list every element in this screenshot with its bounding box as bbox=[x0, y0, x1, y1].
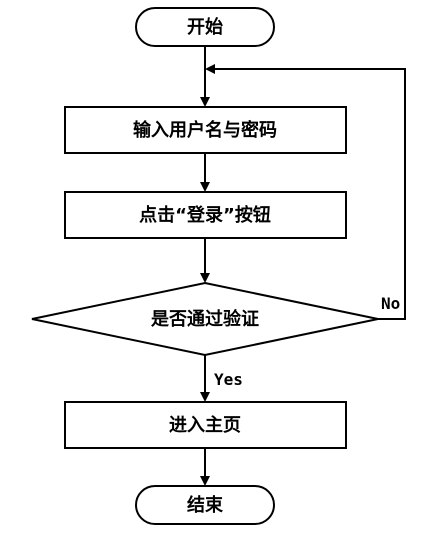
start-terminal: 开始 bbox=[135, 7, 275, 47]
input-credentials-label: 输入用户名与密码 bbox=[133, 119, 277, 141]
enter-home-step: 进入主页 bbox=[64, 401, 347, 449]
click-login-label: 点击“登录”按钮 bbox=[139, 204, 271, 226]
input-credentials-step: 输入用户名与密码 bbox=[64, 106, 347, 154]
input-credentials-box bbox=[64, 106, 347, 154]
start-label: 开始 bbox=[187, 16, 223, 38]
verify-label: 是否通过验证 bbox=[150, 308, 259, 330]
end-terminal: 结束 bbox=[135, 485, 275, 525]
edge-home-to-end bbox=[200, 448, 210, 486]
end-label: 结束 bbox=[187, 494, 224, 516]
verify-decision: 是否通过验证 bbox=[31, 281, 379, 357]
edge-start-to-input bbox=[200, 46, 210, 107]
edge-verify-no: No bbox=[205, 64, 406, 320]
click-login-step: 点击“登录”按钮 bbox=[64, 191, 347, 239]
edge-click-to-verify bbox=[200, 238, 210, 283]
edge-verify-yes: Yes bbox=[200, 355, 243, 402]
end-terminal-shape bbox=[135, 485, 275, 525]
edge-input-to-click bbox=[200, 153, 210, 192]
yes-edge-label: Yes bbox=[214, 370, 243, 389]
enter-home-label: 进入主页 bbox=[169, 414, 241, 436]
no-edge-label: No bbox=[381, 294, 400, 313]
